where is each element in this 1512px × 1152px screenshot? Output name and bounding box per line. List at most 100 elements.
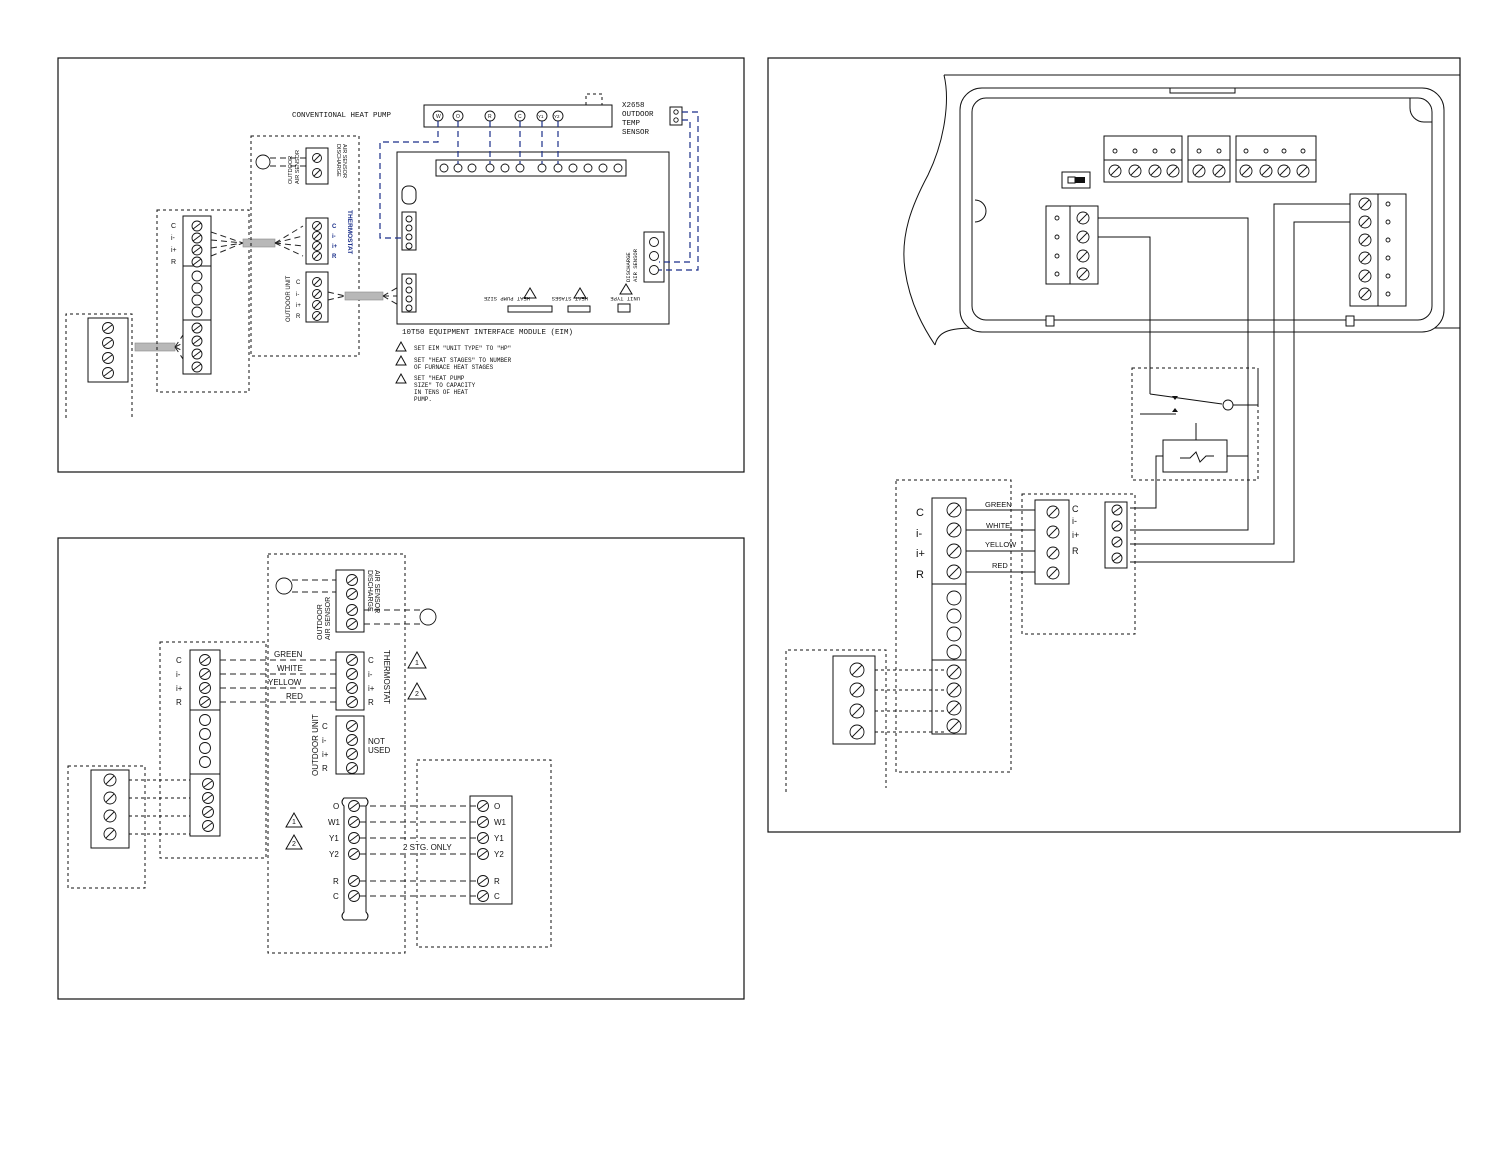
label-c: C — [176, 656, 182, 665]
control-module-p1: C i- i+ R — [156, 209, 304, 393]
eim-caption: 10T50 EQUIPMENT INTERFACE MODULE (EIM) — [402, 329, 573, 337]
hp-terminal-o: O — [456, 114, 460, 120]
label-i-minus: i- — [332, 234, 336, 240]
eim-top-terminals — [439, 163, 623, 173]
wire-label-white: WHITE — [277, 664, 303, 673]
heat-pump-size-switch — [507, 305, 553, 313]
relay-coil — [1162, 439, 1228, 473]
hp-terminal-w: W — [436, 114, 441, 120]
callout-2: 2 — [415, 691, 419, 698]
air-sensor-label: AIR SENSOR — [373, 570, 380, 613]
label-c: C — [332, 224, 337, 230]
notes-panel-1: SET EIM "UNIT TYPE" TO "HP" SET "HEAT ST… — [395, 340, 512, 403]
label-i-minus: i- — [171, 235, 176, 242]
label-c: C — [1072, 504, 1079, 514]
note-2-line-2: OF FURNACE HEAT STAGES — [414, 364, 494, 371]
outdoor-unit-label: OUTDOOR UNIT — [311, 714, 320, 776]
callout-1-lower: 1 — [292, 819, 296, 826]
label-i-minus: i- — [322, 736, 327, 745]
wire-label-yellow: YELLOW — [268, 678, 302, 687]
eim-jumper — [401, 185, 417, 205]
label-r: R — [332, 254, 337, 260]
label-i-plus: i+ — [176, 684, 183, 693]
callout-2-icon — [407, 681, 427, 700]
label-i-minus: i- — [176, 670, 181, 679]
callouts-p2: 1 2 1 2 — [285, 650, 427, 850]
outdoor-air-sensor-label: AIR SENSOR — [325, 597, 332, 640]
unit-type-label: UNIT TYPE — [610, 295, 640, 302]
note-3-line-4: PUMP. — [414, 396, 432, 403]
term-label-w1: W1 — [328, 818, 341, 827]
control-module-p3: C i- i+ R GREEN WHITE YELLOW RED — [895, 479, 1035, 773]
thermostat-wires: GREEN WHITE YELLOW RED — [220, 650, 336, 703]
hp-label-r: R — [494, 877, 500, 886]
heat-pump-size-label: HEAT PUMP SIZE — [483, 295, 530, 302]
label-i-plus: i+ — [332, 244, 338, 250]
terminal-group — [102, 322, 114, 379]
term-label-y2: Y2 — [329, 850, 339, 859]
hp-label-w1: W1 — [494, 818, 507, 827]
air-sensor-label: AIR SENSOR — [341, 144, 347, 178]
air-sensor-icon — [255, 154, 271, 170]
unit-type-switch — [617, 303, 631, 313]
label-c: C — [171, 223, 176, 230]
eim-air-sensor-label: AIR SENSOR — [632, 248, 639, 282]
thermostat-label: THERMOSTAT — [382, 650, 391, 704]
two-stage-only-label: 2 STG. ONLY — [403, 843, 452, 852]
outdoor-label: OUTDOOR — [288, 156, 294, 184]
warning-triangle-icon — [619, 283, 633, 295]
wall-unit-left-p3 — [785, 649, 946, 792]
outdoor-air-sensor-label: AIR SENSOR — [295, 150, 301, 184]
thermostat-unit-p2: DISCHARGE AIR SENSOR OUTDOOR AIR SENSOR … — [267, 553, 437, 954]
label-r: R — [1072, 546, 1079, 556]
note-3-line-1: SET "HEAT PUMP — [414, 375, 465, 382]
label-r: R — [171, 259, 176, 266]
wire-label-red: RED — [286, 692, 303, 701]
wire-label-white: WHITE — [986, 521, 1010, 530]
label-i-plus: i+ — [368, 684, 375, 693]
callout-2-icon-lower — [285, 833, 303, 850]
label-c: C — [296, 280, 301, 286]
callout-1: 1 — [415, 660, 419, 667]
wall-unit-left-p2 — [67, 765, 203, 889]
heat-pump-unit-p2: O W1 Y1 Y2 R C 2 STG. ONLY — [360, 759, 552, 948]
warning-triangle-icon — [523, 287, 537, 299]
hp-terminal-y1: Y1 — [538, 114, 544, 119]
label-c: C — [322, 722, 328, 731]
callout-2-lower: 2 — [292, 841, 296, 848]
panel-conventional-heat-pump: C i- i+ R DISCHARGE AIR SENSOR OUTDO — [57, 57, 745, 473]
note-3-icon — [395, 372, 407, 384]
sensor-outdoor-label: OUTDOOR — [622, 111, 654, 119]
wire-label-red: RED — [992, 561, 1008, 570]
hp-label-o: O — [494, 802, 500, 811]
term-label-c: C — [333, 892, 339, 901]
note-3-line-3: IN TENS OF HEAT — [414, 389, 468, 396]
terminal-column — [191, 220, 203, 373]
panel-3-wiring — [1098, 203, 1350, 563]
cable-bundle — [344, 291, 384, 301]
field-wiring-blue — [379, 111, 699, 271]
wall-unit-left — [65, 313, 186, 418]
label-r: R — [916, 569, 924, 581]
callout-1-icon-lower — [285, 811, 303, 828]
not-used-label-1: NOT — [368, 737, 385, 746]
outdoor-unit-label: OUTDOOR UNIT — [286, 275, 292, 322]
equipment-interface-module: HEAT PUMP SIZE HEAT STAGES UNIT TYPE DIS… — [396, 151, 670, 337]
term-label-o: O — [333, 802, 339, 811]
label-i-plus: i+ — [296, 303, 301, 309]
wire-label-green: GREEN — [274, 650, 303, 659]
hp-label-y2: Y2 — [494, 850, 504, 859]
hp-terminal-y2: Y2 — [554, 114, 560, 119]
sensor-sensor-label: SENSOR — [622, 129, 650, 137]
label-r: R — [296, 314, 301, 320]
heat-stages-switch — [567, 305, 591, 313]
discharge-label: DISCHARGE — [366, 570, 373, 612]
cable-bundle — [242, 238, 276, 248]
label-i-plus: i+ — [1072, 530, 1079, 540]
eim-discharge-label: DISCHARGE — [625, 252, 632, 282]
label-i-minus: i- — [296, 292, 299, 298]
not-used-label-2: USED — [368, 746, 390, 755]
heat-stages-label: HEAT STAGES — [551, 295, 588, 302]
note-2-icon — [395, 354, 407, 366]
